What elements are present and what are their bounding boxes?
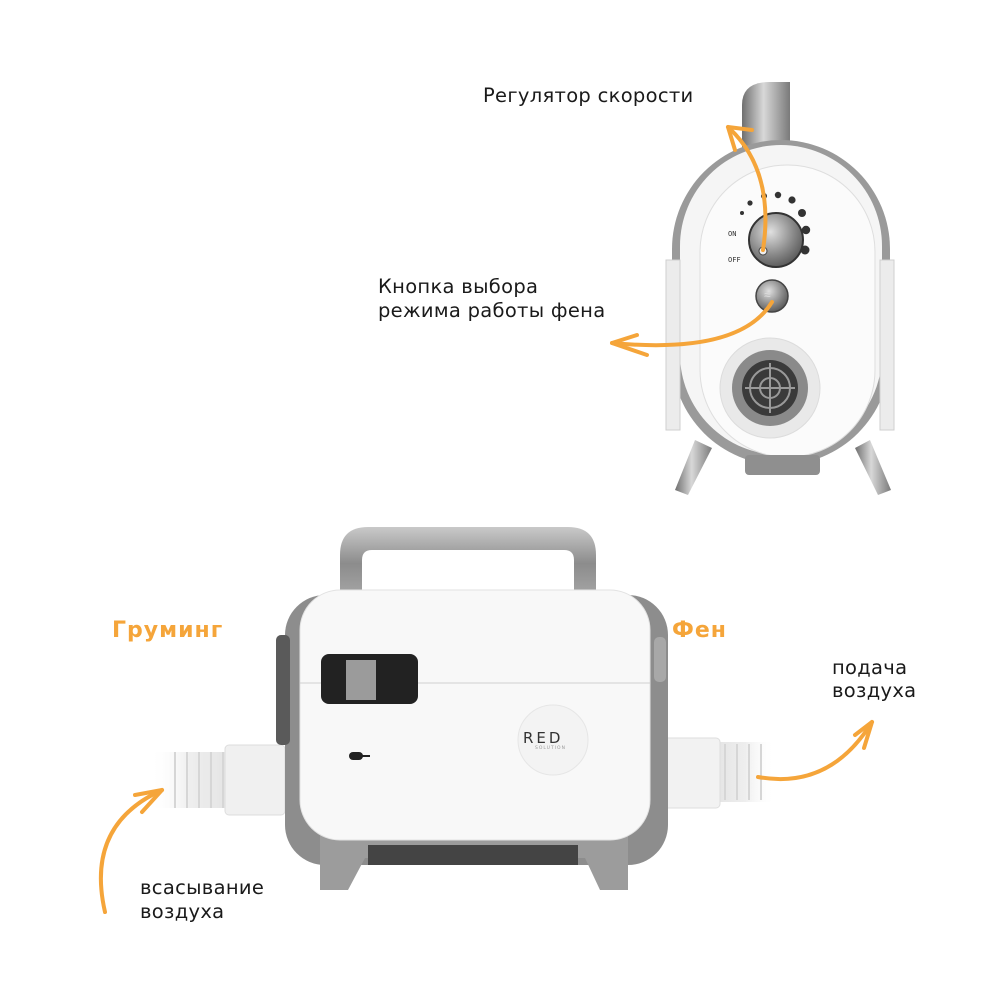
dryer-front-view xyxy=(150,527,775,890)
air-supply-line2: воздуха xyxy=(832,679,917,702)
air-supply-line1: подача xyxy=(832,656,908,679)
mode-button-label-line2: режима работы фена xyxy=(378,299,606,322)
intake-hose xyxy=(150,752,230,808)
air-intake-line2: воздуха xyxy=(140,900,225,923)
left-leg xyxy=(675,440,712,495)
dial-off-label: OFF xyxy=(728,256,741,264)
heat-waves-icon: ≈ xyxy=(764,288,771,302)
arrow-air-intake xyxy=(98,788,164,914)
air-intake-line1: всасывание xyxy=(140,876,265,899)
front-handle xyxy=(340,527,596,600)
speed-regulator-label: Регулятор скорости xyxy=(483,84,694,107)
brand-logo: RED xyxy=(523,729,564,747)
brand-badge xyxy=(517,704,589,776)
dryer-label: Фен xyxy=(672,618,727,643)
speed-dial xyxy=(748,212,804,268)
dial-on-label: ON xyxy=(728,230,737,238)
mode-button xyxy=(755,279,789,313)
grooming-label: Груминг xyxy=(112,618,224,643)
arrow-air-supply xyxy=(756,720,874,782)
brand-sub: SOLUTION xyxy=(535,746,566,751)
dryer-side-view xyxy=(665,82,895,495)
mode-button-label-line1: Кнопка выбора xyxy=(378,275,539,298)
arrow-mode-button xyxy=(610,300,774,348)
arrow-speed-dial xyxy=(726,125,768,252)
right-leg xyxy=(855,440,891,495)
power-port xyxy=(349,752,363,760)
front-body xyxy=(299,589,651,841)
